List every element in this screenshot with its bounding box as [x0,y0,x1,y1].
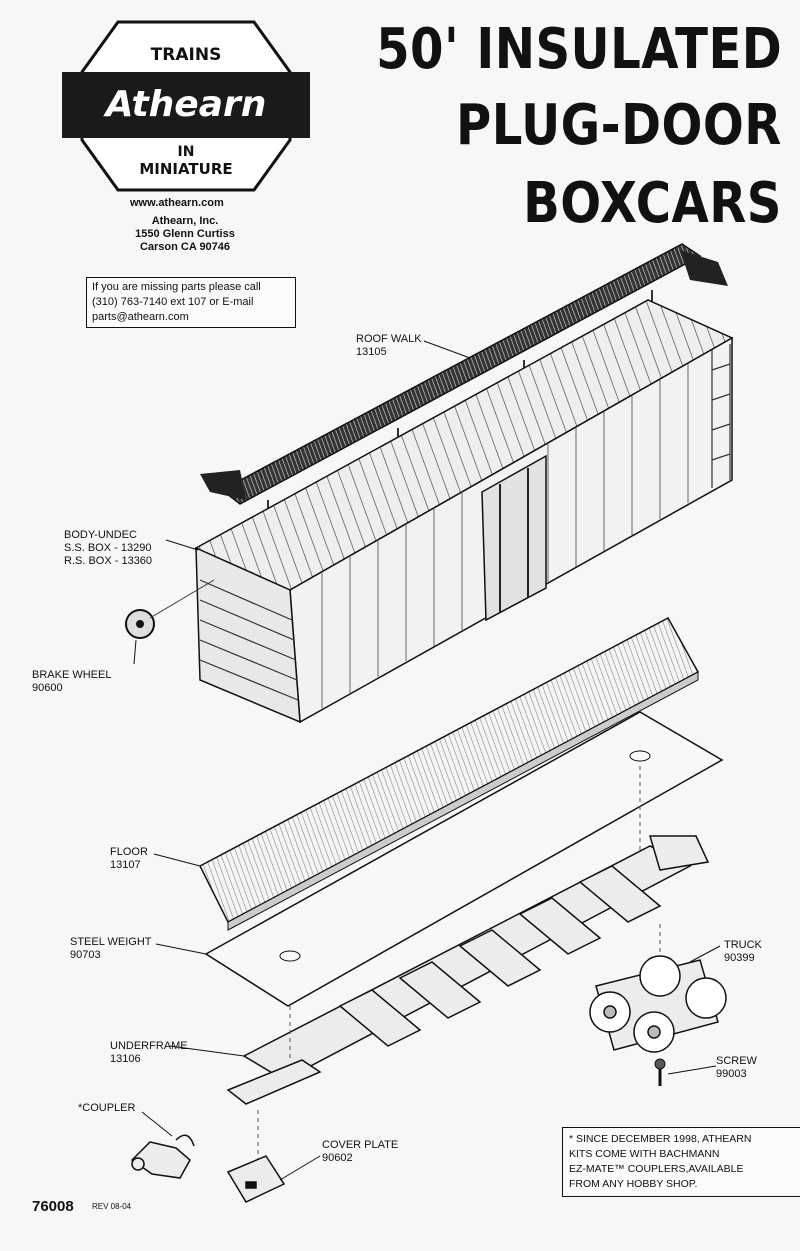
floor-name: FLOOR [110,846,148,858]
coupler-name: *COUPLER [78,1102,136,1114]
missing-parts-box: If you are missing parts please call (31… [86,277,296,328]
coupler-part [130,1134,195,1179]
label-floor: FLOOR 13107 [110,846,148,872]
roof-walk-name: ROOF WALK [356,333,422,345]
kit-part-number: 76008 [32,1198,74,1215]
brake-wheel-number: 90600 [32,682,63,694]
cover-plate-part [226,1155,286,1203]
company-city: Carson CA 90746 [139,241,231,253]
company-street: 1550 Glenn Curtiss [135,228,235,240]
page-title-line-2: PLUG-DOOR [456,93,782,158]
athearn-logo: TRAINS Athearn IN MINIATURE [62,20,310,192]
note-line-1: * SINCE DECEMBER 1998, ATHEARN [569,1133,752,1145]
revision-label: REV 08-04 [92,1202,132,1211]
page-title-line-1: 50' INSULATED [375,17,782,82]
logo-brand-text: Athearn [103,84,267,125]
truck-part [589,955,727,1053]
note-line-3: EZ-MATE™ COUPLERS,AVAILABLE [569,1163,744,1175]
label-underframe: UNDERFRAME 13106 [110,1040,188,1066]
label-roof-walk: ROOF WALK 13105 [356,333,422,359]
note-line-2: KITS COME WITH BACHMANN [569,1148,720,1160]
steel-weight-name: STEEL WEIGHT [70,936,152,948]
brake-wheel-name: BRAKE WHEEL [32,669,112,681]
floor-number: 13107 [110,859,141,871]
screw-name: SCREW [716,1055,757,1067]
screw-number: 99003 [716,1068,747,1080]
label-screw: SCREW 99003 [716,1055,757,1081]
boxcar-body-part [194,299,734,724]
roof-walk-number: 13105 [356,346,387,358]
label-brake-wheel: BRAKE WHEEL 90600 [32,669,111,695]
cover-plate-number: 90602 [322,1152,353,1164]
body-name: BODY-UNDEC [64,529,137,541]
company-address: Athearn, Inc. 1550 Glenn Curtiss Carson … [120,215,250,254]
screw-part [654,1058,666,1086]
missing-parts-line-2: (310) 763-7140 ext 107 or E-mail [92,296,254,308]
steel-weight-part [204,711,724,1007]
underframe-name: UNDERFRAME [110,1040,188,1052]
coupler-note-box: * SINCE DECEMBER 1998, ATHEARN KITS COME… [562,1127,800,1197]
truck-name: TRUCK [724,939,762,951]
underframe-number: 13106 [110,1053,141,1065]
underframe-part [226,835,710,1105]
logo-miniature-text: MINIATURE [139,160,232,178]
missing-parts-line-1: If you are missing parts please call [92,281,261,293]
steel-weight-number: 90703 [70,949,101,961]
floor-part [199,616,700,931]
note-line-4: FROM ANY HOBBY SHOP. [569,1178,698,1190]
body-ss-number: S.S. BOX - 13290 [64,542,152,554]
body-rs-number: R.S. BOX - 13360 [64,555,153,567]
company-name: Athearn, Inc. [151,215,219,227]
label-coupler: *COUPLER [78,1102,135,1115]
label-cover-plate: COVER PLATE 90602 [322,1139,398,1165]
logo-in-text: IN [178,144,195,160]
missing-parts-email[interactable]: parts@athearn.com [92,311,189,323]
label-truck: TRUCK 90399 [724,939,762,965]
cover-plate-name: COVER PLATE [322,1139,399,1151]
logo-trains-text: TRAINS [151,45,222,65]
label-body: BODY-UNDEC S.S. BOX - 13290 R.S. BOX - 1… [64,529,152,568]
brake-wheel-part [125,579,215,639]
truck-number: 90399 [724,952,755,964]
label-steel-weight: STEEL WEIGHT 90703 [70,936,152,962]
website-link[interactable]: www.athearn.com [130,197,224,209]
page-title-line-3: BOXCARS [523,171,782,236]
